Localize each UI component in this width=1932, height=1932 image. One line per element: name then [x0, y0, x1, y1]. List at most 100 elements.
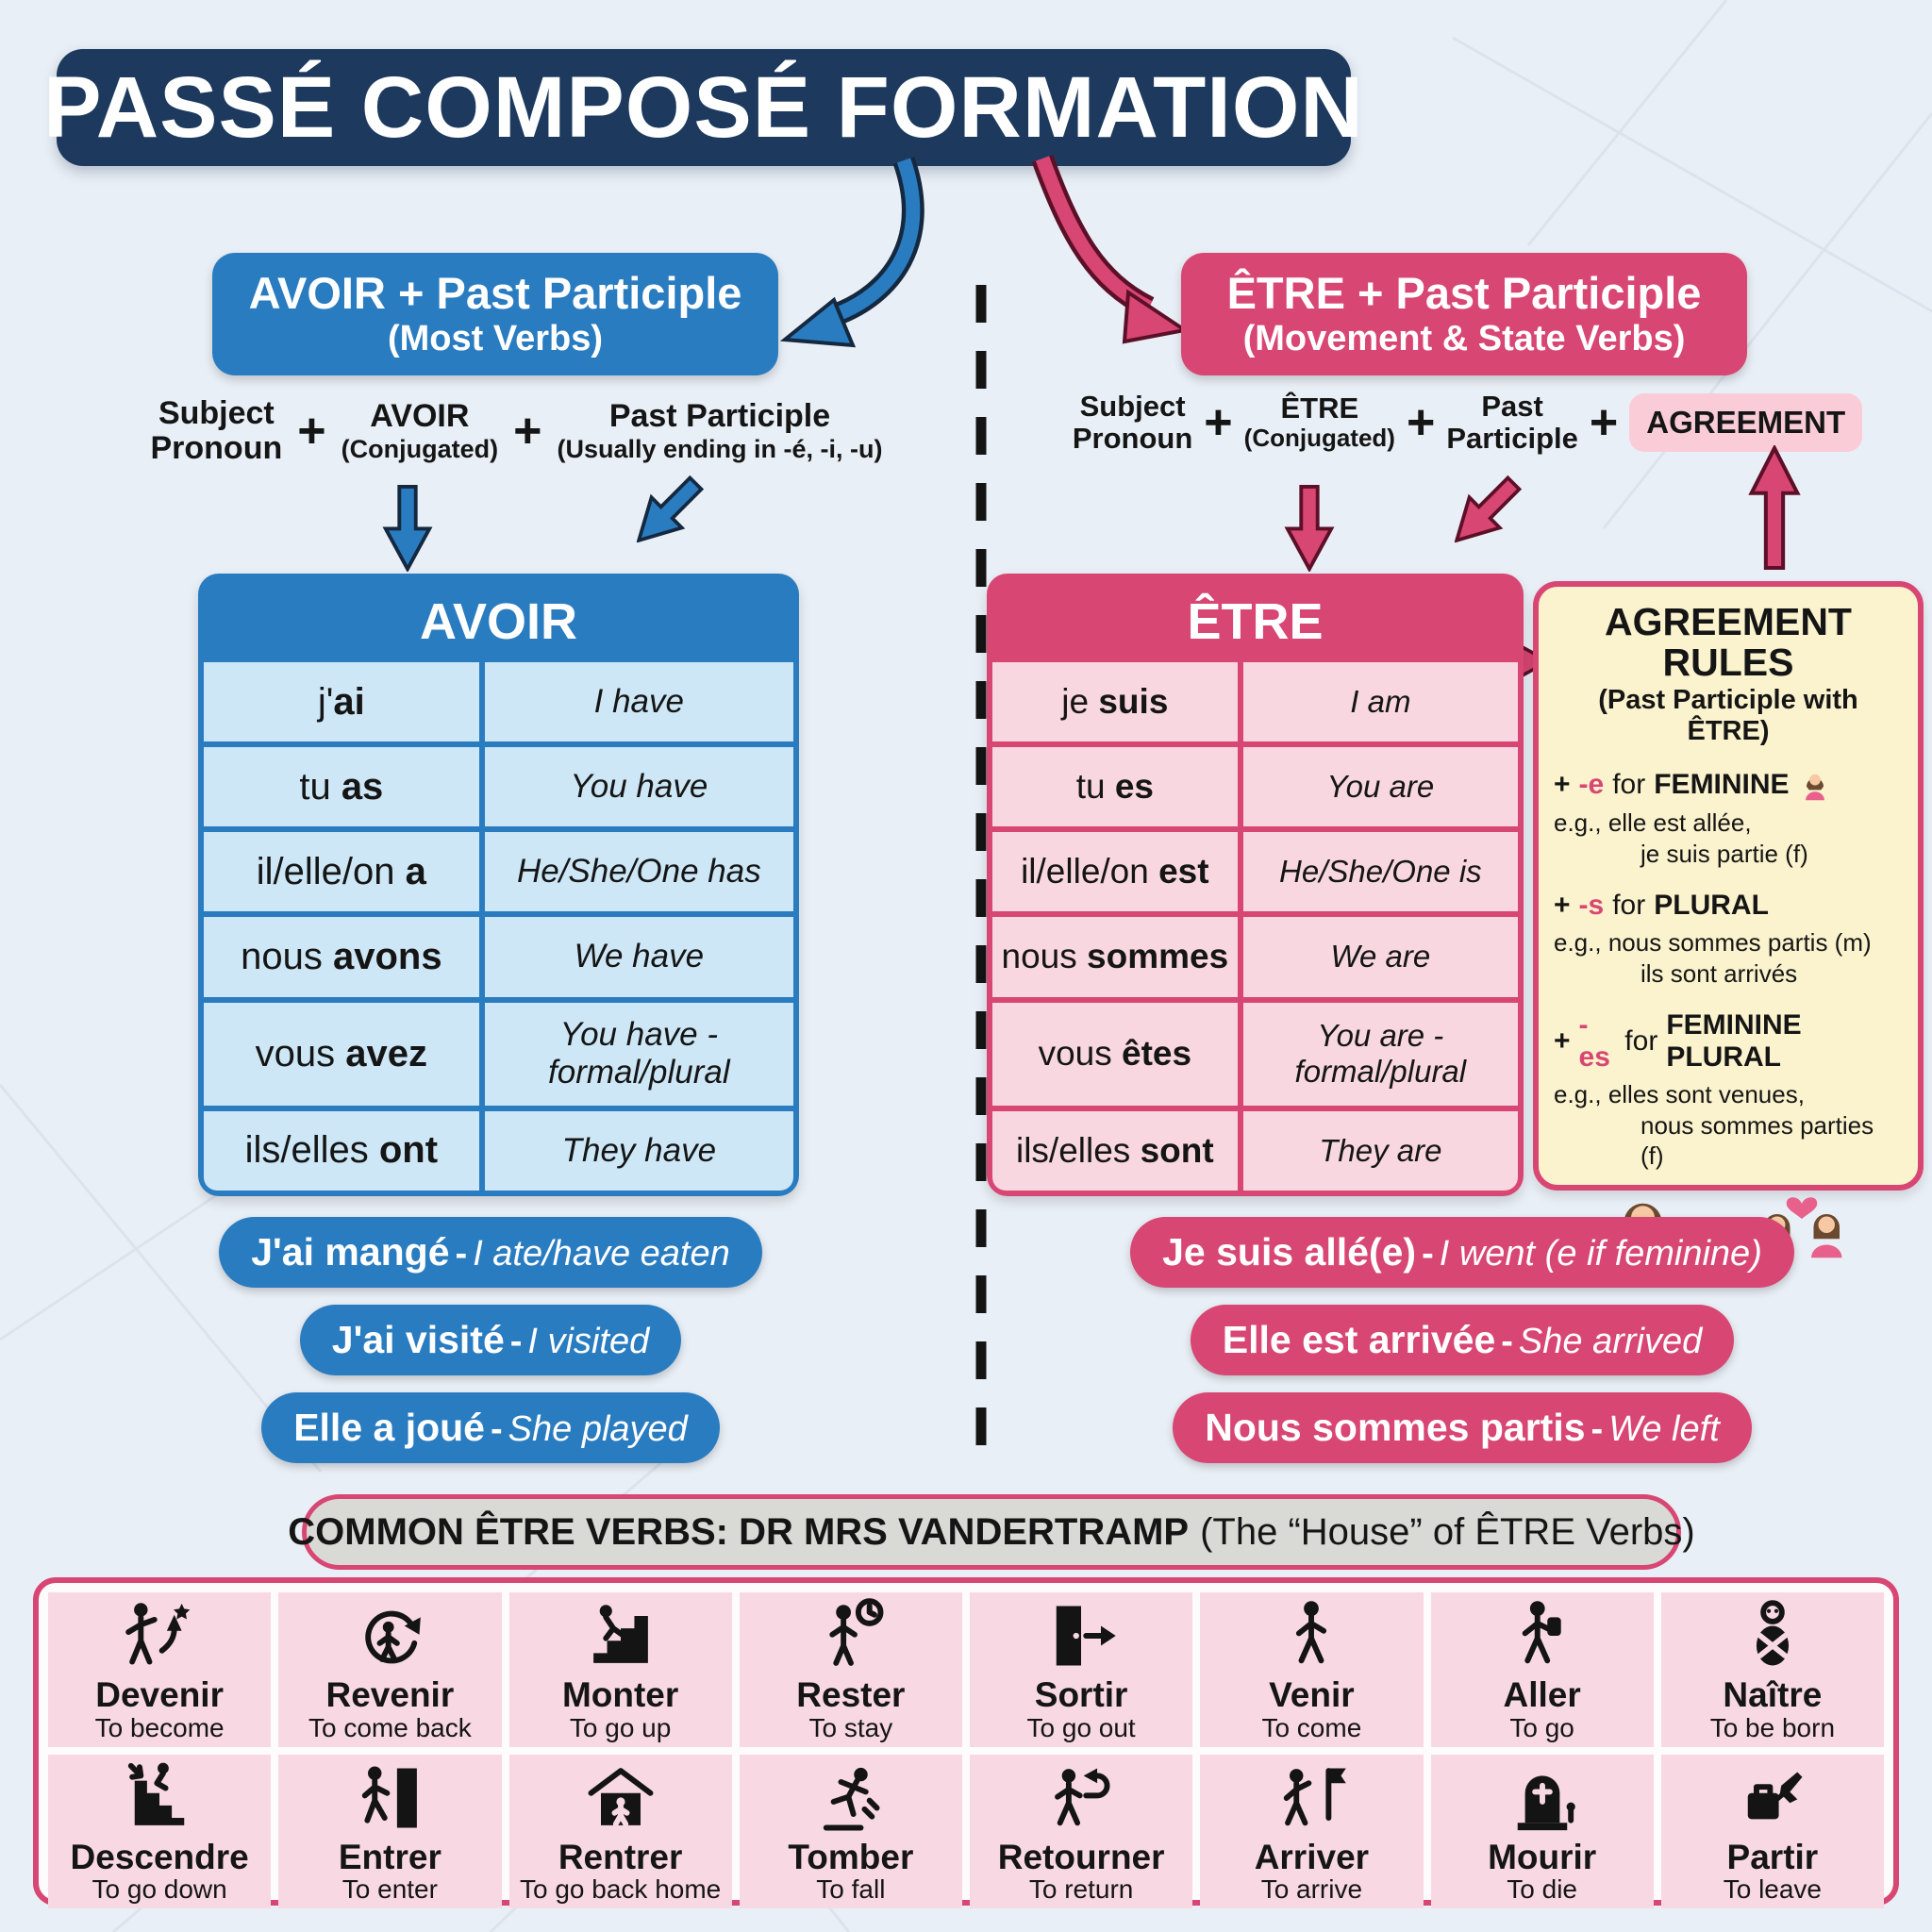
etre-formula: Subject Pronoun + ÊTRE (Conjugated) + Pa…: [1008, 390, 1927, 456]
plus-sign: +: [1204, 395, 1233, 451]
verb-cell-devenir: Devenir To become: [48, 1592, 272, 1747]
french-cell: nous sommes: [992, 917, 1238, 997]
english-cell: They have: [484, 1110, 793, 1191]
etre-header: ÊTRE + Past Participle (Movement & State…: [1181, 253, 1747, 375]
formula-etre-conjugated: ÊTRE (Conjugated): [1243, 391, 1395, 453]
verb-cell-venir: Venir To come: [1200, 1592, 1424, 1747]
partir-icon: [1747, 1772, 1803, 1819]
table-row: vous avez You have - formal/plural: [204, 1002, 793, 1106]
pink-up-arrow: [1748, 445, 1801, 570]
french-cell: ils/elles ont: [204, 1110, 479, 1191]
formula-past-participle: Past Participle (Usually ending in -é, -…: [557, 398, 883, 463]
entrer-icon: [362, 1766, 418, 1828]
pink-diagonal-arrow: [1454, 475, 1523, 543]
agreement-rule-feminine-plural: + -es for FEMININE PLURAL e.g., elles so…: [1554, 1009, 1874, 1171]
banner-bold-text: COMMON ÊTRE VERBS: DR MRS VANDERTRAMP: [288, 1510, 1190, 1553]
english-cell: You are: [1242, 747, 1518, 827]
avoir-conjugation-table: AVOIR j'ai I have tu as You have il/elle…: [198, 574, 799, 1196]
avoir-header-line2: (Most Verbs): [387, 319, 604, 359]
english-cell: We have: [484, 917, 793, 997]
verb-cell-revenir: Revenir To come back: [278, 1592, 502, 1747]
blue-diagonal-arrow: [636, 475, 705, 543]
example-pill: Elle est arrivée-She arrived: [1190, 1305, 1735, 1375]
table-row: ils/elles sont They are: [992, 1110, 1518, 1191]
example-pill: J'ai mangé-I ate/have eaten: [219, 1217, 762, 1288]
arriver-icon: [1284, 1767, 1347, 1825]
etre-header-line1: ÊTRE + Past Participle: [1226, 268, 1702, 319]
agreement-rules-subtitle: (Past Participle with ÊTRE): [1598, 685, 1858, 747]
table-row: ils/elles ont They have: [204, 1110, 793, 1191]
retourner-icon: [1055, 1768, 1110, 1825]
rentrer-icon: [588, 1767, 654, 1827]
verb-cell-sortir: Sortir To go out: [970, 1592, 1193, 1747]
avoir-header: AVOIR + Past Participle (Most Verbs): [212, 253, 778, 375]
verb-cell-arriver: Arriver To arrive: [1200, 1754, 1424, 1909]
french-cell: tu as: [204, 747, 479, 827]
etre-conjugation-table: ÊTRE je suis I am tu es You are il/elle/…: [987, 574, 1524, 1196]
table-row: j'ai I have: [204, 662, 793, 742]
verb-cell-aller: Aller To go: [1430, 1592, 1654, 1747]
mourir-icon: [1517, 1775, 1575, 1830]
rester-icon: [829, 1598, 884, 1666]
plus-sign: +: [513, 404, 542, 459]
vandertramp-grid: Devenir To become Revenir To come back M…: [33, 1577, 1899, 1909]
french-cell: il/elle/on est: [992, 832, 1238, 912]
french-cell: je suis: [992, 662, 1238, 742]
verb-cell-retourner: Retourner To return: [970, 1754, 1193, 1909]
table-row: tu as You have: [204, 747, 793, 827]
table-row: il/elle/on a He/She/One has: [204, 832, 793, 912]
table-row: vous êtes You are - formal/plural: [992, 1002, 1518, 1106]
formula-subject-pronoun: Subject Pronoun: [1072, 390, 1193, 456]
etre-examples: Je suis allé(e)-I went (e if feminine) E…: [1019, 1217, 1906, 1463]
aller-icon: [1522, 1601, 1561, 1664]
etre-header-line2: (Movement & State Verbs): [1242, 319, 1686, 359]
vandertramp-banner: COMMON ÊTRE VERBS: DR MRS VANDERTRAMP (T…: [288, 1494, 1695, 1570]
example-pill: J'ai visité-I visited: [299, 1305, 682, 1375]
verb-cell-mourir: Mourir To die: [1430, 1754, 1654, 1909]
english-cell: I have: [484, 662, 793, 742]
verb-cell-naitre: Naître To be born: [1660, 1592, 1884, 1747]
sortir-icon: [1056, 1606, 1116, 1666]
woman-icon: [1805, 774, 1824, 801]
french-cell: tu es: [992, 747, 1238, 827]
verb-cell-descendre: Descendre To go down: [48, 1754, 272, 1909]
agreement-rules-box: AGREEMENT RULES (Past Participle with ÊT…: [1533, 581, 1924, 1257]
example-pill: Elle a joué-She played: [261, 1392, 720, 1463]
avoir-examples: J'ai mangé-I ate/have eaten J'ai visité-…: [66, 1217, 915, 1463]
formula-subject-pronoun: Subject Pronoun: [150, 395, 283, 467]
monter-icon: [592, 1605, 648, 1663]
pink-curved-arrow: [1035, 156, 1153, 314]
table-row: nous sommes We are: [992, 917, 1518, 997]
revenir-icon: [365, 1610, 422, 1664]
formula-avoir-conjugated: AVOIR (Conjugated): [341, 398, 499, 463]
table-row: nous avons We have: [204, 917, 793, 997]
tomber-icon: [823, 1767, 880, 1831]
verb-cell-rentrer: Rentrer To go back home: [508, 1754, 732, 1909]
table-row: je suis I am: [992, 662, 1518, 742]
english-cell: He/She/One has: [484, 832, 793, 912]
avoir-header-line1: AVOIR + Past Participle: [248, 268, 742, 319]
table-row: tu es You are: [992, 747, 1518, 827]
verb-cell-monter: Monter To go up: [508, 1592, 732, 1747]
avoir-formula: Subject Pronoun + AVOIR (Conjugated) + P…: [52, 395, 981, 467]
english-cell: You are - formal/plural: [1242, 1002, 1518, 1106]
french-cell: vous êtes: [992, 1002, 1238, 1106]
page-title: PASSÉ COMPOSÉ FORMATION: [43, 49, 1363, 166]
verb-cell-rester: Rester To stay: [739, 1592, 962, 1747]
verb-cell-entrer: Entrer To enter: [278, 1754, 502, 1909]
french-cell: j'ai: [204, 662, 479, 742]
etre-table-title: ÊTRE: [1187, 593, 1324, 650]
agreement-rules-title: AGREEMENT RULES: [1605, 600, 1852, 685]
agreement-rule-feminine: + -e for FEMININE e.g., elle est allée, …: [1554, 768, 1903, 869]
verb-cell-partir: Partir To leave: [1660, 1754, 1884, 1909]
page-title-text: PASSÉ COMPOSÉ FORMATION: [43, 58, 1364, 156]
french-cell: nous avons: [204, 917, 479, 997]
plus-sign: +: [1406, 395, 1436, 451]
verb-cell-tomber: Tomber To fall: [739, 1754, 962, 1909]
agreement-pill: AGREEMENT: [1629, 393, 1863, 453]
descendre-icon: [127, 1762, 185, 1825]
banner-normal-text: (The “House” of ÊTRE Verbs): [1200, 1510, 1695, 1553]
french-cell: ils/elles sont: [992, 1110, 1238, 1191]
french-cell: il/elle/on a: [204, 832, 479, 912]
